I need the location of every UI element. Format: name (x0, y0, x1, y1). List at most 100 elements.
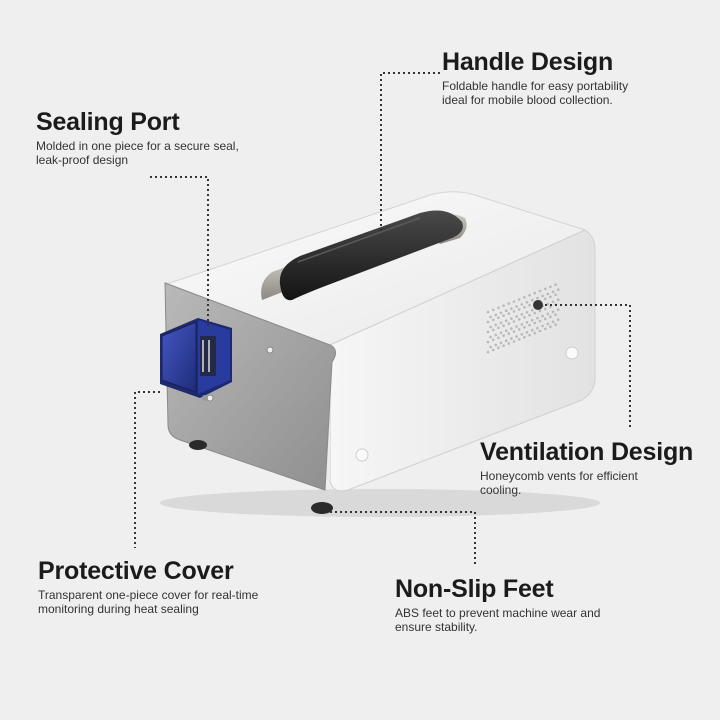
vent-hole (546, 292, 550, 296)
vent-hole (502, 314, 505, 318)
vent-hole (554, 313, 557, 317)
vent-hole (499, 311, 503, 315)
vent-hole (489, 335, 492, 339)
vent-hole (520, 333, 524, 336)
vent-hole (512, 300, 516, 303)
vent-hole (556, 288, 560, 292)
vent-hole (528, 303, 531, 307)
callout-title: Ventilation Design (480, 438, 694, 466)
vent-hole (520, 303, 524, 306)
vent-hole (497, 316, 500, 320)
vent-hole (499, 331, 503, 335)
vent-hole (530, 298, 534, 302)
vent-hole (541, 314, 544, 318)
vent-hole (538, 309, 542, 313)
vent-hole (499, 341, 503, 345)
vent-hole (549, 285, 552, 289)
vent-hole (533, 311, 537, 315)
vent-hole (517, 308, 521, 311)
vent-hole (525, 331, 529, 334)
callout-sealing-port: Sealing Port Molded in one piece for a s… (36, 108, 296, 167)
panel-screw (266, 346, 274, 354)
vent-hole (554, 323, 557, 327)
vent-hole (497, 306, 500, 310)
vent-hole (504, 339, 508, 343)
leader-lines (134, 72, 631, 565)
vent-hole (507, 342, 511, 345)
callout-line: Foldable handle for easy portability (442, 79, 629, 93)
callout-description: Honeycomb vents for efficient cooling. (480, 469, 715, 497)
vent-hole (517, 318, 521, 321)
vent-hole (486, 350, 490, 354)
vent-hole (546, 322, 550, 326)
vent-hole (512, 320, 516, 323)
vent-hole (491, 318, 495, 322)
vent-hole (486, 310, 490, 314)
vent-port (533, 300, 543, 310)
vent-hole (504, 329, 508, 333)
vent-hole (528, 313, 531, 317)
callout-line: Honeycomb vents for efficient (480, 469, 638, 483)
vent-hole (538, 319, 542, 323)
vent-hole (530, 308, 534, 312)
vent-hole (489, 345, 492, 349)
vent-hole (507, 332, 511, 335)
callout-line: monitoring during heat sealing (38, 602, 199, 616)
vent-hole (533, 331, 537, 335)
vent-hole (556, 308, 560, 312)
vent-hole (507, 312, 511, 315)
vent-hole (486, 320, 490, 324)
callout-title: Handle Design (442, 48, 614, 76)
callout-line: ideal for mobile blood collection. (442, 93, 613, 107)
vent-hole (525, 311, 529, 314)
vent-hole (491, 328, 495, 332)
vent-hole (499, 321, 503, 325)
vent-hole (536, 326, 539, 330)
callout-line: Transparent one-piece cover for real-tim… (38, 588, 259, 602)
vent-hole (507, 322, 511, 325)
vent-grille (486, 283, 560, 354)
vent-hole (502, 324, 505, 328)
callout-handle-design: Handle Design Foldable handle for easy p… (442, 48, 702, 107)
vent-hole (510, 337, 513, 340)
vent-hole (486, 330, 490, 334)
callout-description: Foldable handle for easy portability ide… (442, 79, 702, 107)
vent-hole (523, 306, 526, 309)
vent-hole (515, 325, 518, 328)
vent-hole (543, 317, 547, 321)
vent-hole (546, 302, 550, 306)
side-cap (565, 346, 579, 360)
vent-hole (543, 327, 547, 331)
callout-title: Sealing Port (36, 108, 180, 136)
vent-hole (507, 302, 511, 305)
side-cap (355, 448, 369, 462)
vent-hole (546, 312, 550, 316)
vent-hole (523, 336, 526, 339)
callout-line: cooling. (480, 483, 522, 497)
vent-hole (504, 309, 508, 313)
leader-feet (330, 511, 476, 565)
vent-hole (512, 310, 516, 313)
callout-non-slip-feet: Non-Slip Feet ABS feet to prevent machin… (395, 575, 695, 634)
vent-hole (551, 320, 555, 324)
vent-hole (525, 301, 529, 304)
callout-line: ABS feet to prevent machine wear and (395, 606, 601, 620)
foot (311, 502, 333, 514)
vent-hole (551, 300, 555, 304)
vent-hole (543, 287, 547, 291)
carry-handle (261, 210, 467, 301)
vent-hole (543, 307, 547, 311)
vent-hole (517, 298, 521, 301)
vent-hole (549, 295, 552, 299)
leader-handle (380, 72, 440, 232)
vent-hole (497, 346, 500, 350)
vent-hole (504, 319, 508, 323)
vent-hole (523, 316, 526, 319)
callout-description: ABS feet to prevent machine wear and ens… (395, 606, 695, 634)
vent-hole (556, 318, 560, 322)
vent-hole (541, 324, 544, 328)
vent-hole (538, 289, 542, 293)
vent-hole (551, 290, 555, 294)
